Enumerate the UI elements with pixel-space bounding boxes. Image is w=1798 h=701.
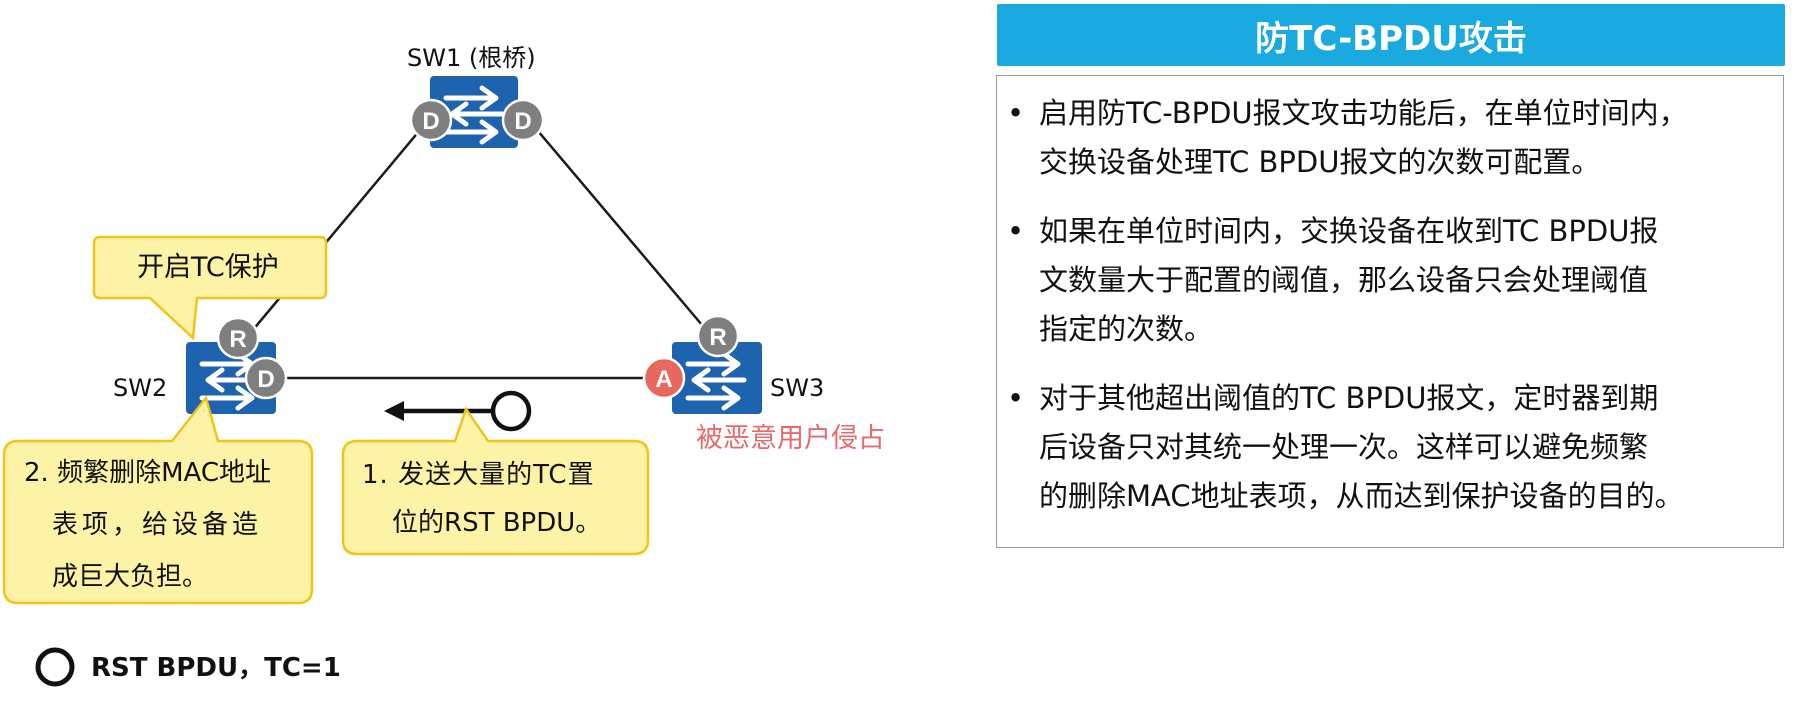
bullet-item: • 对于其他超出阈值的TC BPDU报文，定时器到期 后设备只对其统一处理一次。…	[997, 374, 1777, 521]
callout-tc-protect-text: 开启TC保护	[137, 252, 279, 283]
port-label: R	[229, 326, 246, 353]
port-label: D	[257, 366, 274, 393]
bullet-item: • 启用防TC-BPDU报文攻击功能后，在单位时间内， 交换设备处理TC BPD…	[997, 89, 1777, 187]
port-marker: D	[244, 356, 288, 400]
bullet-line: 后设备只对其统一处理一次。这样可以避免频繁	[1039, 430, 1649, 464]
callout-delete-mac-line: 2. 频繁删除MAC地址	[24, 458, 271, 488]
node-label-sw1: SW1 (根桥)	[407, 44, 536, 72]
callout-send-tc	[341, 406, 650, 556]
callout-delete-mac-line: 表项，给设备造	[52, 510, 263, 540]
link-sw1-sw2	[246, 117, 431, 338]
panel-body: • 启用防TC-BPDU报文攻击功能后，在单位时间内， 交换设备处理TC BPD…	[996, 75, 1784, 548]
port-marker: R	[216, 316, 260, 360]
port-label: A	[655, 366, 672, 393]
bullet-item: • 如果在单位时间内，交换设备在收到TC BPDU报 文数量大于配置的阈值，那么…	[997, 207, 1777, 354]
callout-send-tc-line: 位的RST BPDU。	[392, 508, 602, 538]
port-label: D	[422, 108, 439, 135]
callout-delete-mac	[2, 395, 314, 605]
bullet-line: 启用防TC-BPDU报文攻击功能后，在单位时间内，	[1039, 96, 1688, 130]
callout-delete-mac-line: 成巨大负担。	[52, 562, 209, 592]
port-marker: D	[501, 98, 545, 142]
callout-tc-protect	[92, 235, 328, 341]
port-marker: R	[696, 314, 740, 358]
panel-title: 防TC-BPDU攻击	[997, 4, 1785, 66]
bullet-line: 指定的次数。	[1039, 312, 1214, 346]
port-label: R	[709, 324, 726, 351]
bullet-line: 交换设备处理TC BPDU报文的次数可配置。	[1039, 145, 1601, 179]
link-sw1-sw3	[526, 117, 714, 339]
port-marker-attacker: A	[642, 356, 686, 400]
arrow-left-icon	[384, 390, 532, 432]
callout-send-tc-line: 1. 发送大量的TC置	[362, 460, 595, 490]
bullet-line: 文数量大于配置的阈值，那么设备只会处理阈值	[1039, 263, 1649, 297]
bullet-dot: •	[1007, 381, 1025, 415]
attacker-label: 被恶意用户侵占	[696, 423, 885, 454]
legend-label: RST BPDU，TC=1	[91, 653, 341, 683]
node-label-sw2: SW2	[113, 374, 168, 402]
switch-icon	[672, 342, 762, 414]
bullet-line: 对于其他超出阈值的TC BPDU报文，定时器到期	[1039, 381, 1659, 415]
bullet-line: 的删除MAC地址表项，从而达到保护设备的目的。	[1039, 479, 1684, 513]
bullet-line: 如果在单位时间内，交换设备在收到TC BPDU报	[1039, 214, 1659, 248]
port-marker: D	[409, 98, 453, 142]
circle-icon	[35, 647, 75, 687]
bullet-dot: •	[1007, 214, 1025, 248]
port-label: D	[514, 108, 531, 135]
node-label-sw3: SW3	[770, 374, 825, 402]
circle-icon	[490, 390, 532, 432]
bullet-dot: •	[1007, 96, 1025, 130]
switch-icon	[430, 76, 518, 148]
